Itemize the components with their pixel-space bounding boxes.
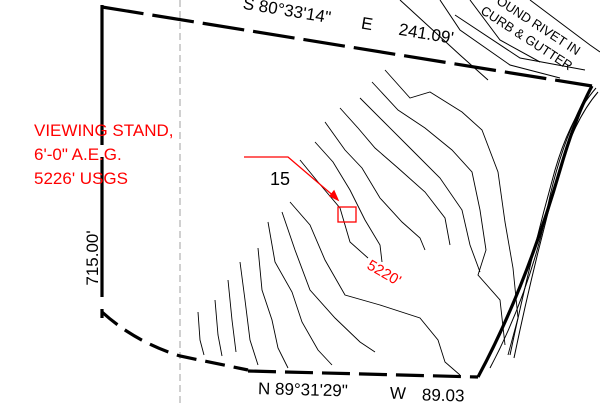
callout-line-3: 5226' USGS — [34, 169, 128, 188]
contour-line — [257, 247, 289, 369]
contour-line — [324, 121, 426, 251]
contour-line — [197, 311, 205, 356]
contour-elevation-label: 5220' — [364, 257, 404, 290]
contour-line — [239, 261, 259, 366]
boundary-south-line — [247, 369, 479, 379]
north-line-bearing: S 80°33'14" — [242, 0, 333, 27]
contour-line — [339, 107, 451, 246]
contour-line — [227, 279, 237, 353]
contour-line — [281, 211, 376, 353]
south-line-bearing: N 89°31'29" — [258, 379, 348, 400]
callout-line-1: VIEWING STAND, — [34, 121, 173, 140]
contour-line — [359, 97, 481, 273]
callout-leader-arrow — [244, 156, 340, 202]
south-line-distance: 89.03 — [422, 385, 465, 405]
topo-contours — [197, 69, 519, 376]
contour-line — [289, 201, 461, 376]
west-line-distance: 715.00' — [83, 230, 102, 285]
point-number-label: 15 — [270, 169, 290, 189]
curb-and-gutter-lines — [489, 87, 599, 369]
south-line-direction: W — [390, 384, 407, 403]
south-line-label: N 89°31'29" W 89.03 — [258, 379, 465, 405]
contour-line — [214, 299, 223, 357]
north-line-distance: 241.09' — [397, 20, 455, 48]
contour-line — [371, 81, 506, 346]
contour-line — [384, 69, 519, 356]
north-line-direction: E — [360, 14, 374, 35]
monument-note: FOUND RIVET IN CURB & GUTTER — [478, 0, 583, 73]
boundary-southwest-arc — [100, 310, 249, 372]
north-line-label: S 80°33'14" E 241.09' — [242, 0, 455, 48]
boundary-north-line — [101, 5, 593, 88]
viewing-stand-callout: VIEWING STAND, 6'-0" A.E.G. 5226' USGS — [34, 121, 173, 188]
monument-detail — [399, 0, 600, 81]
property-boundary — [100, 5, 594, 379]
contour-line — [267, 221, 333, 366]
callout-line-2: 6'-0" A.E.G. — [34, 145, 122, 164]
contour-line — [299, 159, 369, 259]
contour-line — [314, 141, 383, 263]
viewing-stand-marker — [337, 206, 357, 223]
